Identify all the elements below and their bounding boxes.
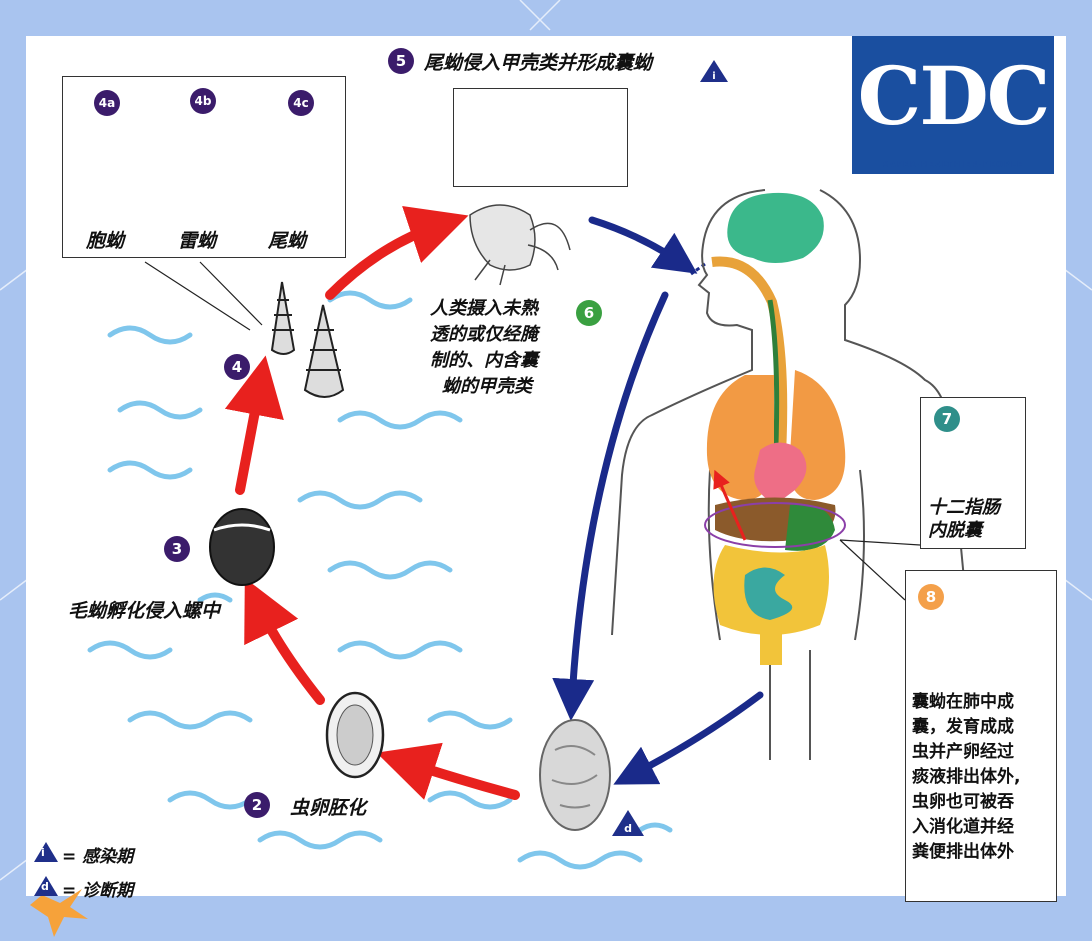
stage-6-line-4: 蚴的甲壳类 [442, 376, 532, 397]
legend-diagnostic-label: = 诊断期 [62, 881, 134, 901]
background-lines [0, 0, 1092, 881]
stage-3-badge: 3 [164, 536, 190, 562]
stage-7-line-2: 内脱囊 [928, 520, 982, 541]
stage-4c-label: 尾蚴 [268, 230, 307, 252]
stage-4c-badge: 4c [288, 90, 314, 116]
stage-6-label: 人类摄入未熟 透的或仅经腌 制的、内含囊 蚴的甲壳类 [430, 296, 538, 400]
svg-text:d: d [624, 822, 632, 835]
stage-8-label: 囊蚴在肺中成 囊，发育成成 虫并产卵经过 痰液排出体外, 虫卵也可被吞 入消化道… [912, 690, 1020, 865]
miracidium-drawing [209, 508, 275, 586]
stage-8-line-4: 痰液排出体外, [912, 767, 1021, 787]
stage-5-badge: 5 [388, 48, 414, 74]
stage-5-label: 尾蚴侵入甲壳类并形成囊蚴 [424, 52, 653, 74]
water-waves [87, 290, 673, 870]
stage-7-badge: 7 [934, 406, 960, 432]
stage-6-line-1: 人类摄入未熟 [430, 298, 538, 319]
stage-6-line-2: 透的或仅经腌 [430, 324, 538, 345]
snail-drawings [270, 281, 345, 398]
star-decoration [30, 889, 88, 937]
stage-8-line-6: 入消化道并经 [912, 817, 1014, 837]
stage-8-line-2: 囊，发育成成 [912, 717, 1014, 737]
cdc-logo-text: CDC [857, 49, 1051, 143]
rectum [760, 625, 782, 665]
human-body [611, 189, 966, 760]
stage-8-badge: 8 [918, 584, 944, 610]
stage-7-box [920, 397, 1026, 549]
small-intestine [744, 567, 793, 620]
legend-infective-symbol: i [41, 846, 45, 859]
diagnostic-stage-marker: d [612, 810, 644, 836]
svg-text:i: i [712, 71, 715, 82]
legend-diagnostic-icon: d [34, 876, 58, 896]
stage-8-box [905, 570, 1057, 902]
cdc-tagline: SAFER·HEALTHIER·PEOPLE [882, 160, 1024, 169]
heart [754, 442, 807, 505]
migration-arrow [713, 469, 747, 541]
red-cycle-arrows [224, 206, 520, 800]
stage-4a-badge: 4a [94, 90, 120, 116]
stage-8-line-7: 粪便排出体外 [912, 842, 1014, 862]
stage-7-line-1: 十二指肠 [928, 497, 1000, 518]
infective-stage-marker: i [700, 60, 728, 82]
connector-lines [839, 539, 921, 601]
stage-4b-badge: 4b [190, 88, 216, 114]
stomach [785, 504, 835, 551]
stage-7-label: 十二指肠 内脱囊 [928, 496, 1000, 542]
brain [727, 192, 824, 263]
crustacean-drawing [469, 204, 571, 286]
stage-8-line-3: 虫并产卵经过 [912, 742, 1014, 762]
legend-infective-label: = 感染期 [62, 847, 134, 867]
stage-2-label: 虫卵胚化 [290, 797, 367, 819]
stage-4-badge: 4 [224, 354, 250, 380]
snail-connector [144, 261, 263, 331]
stage-3-label: 毛蚴孵化侵入螺中 [68, 600, 221, 622]
stage-8-line-1: 囊蚴在肺中成 [912, 692, 1014, 712]
stage-2-badge: 2 [244, 792, 270, 818]
stage-6-badge: 6 [576, 300, 602, 326]
unembryonated-egg-drawing [539, 719, 611, 831]
stage-8-line-5: 虫卵也可被吞 [912, 792, 1014, 812]
stage-4b-label: 雷蚴 [178, 230, 217, 252]
stage-5-subbox [453, 88, 628, 187]
legend-diagnostic-symbol: d [41, 880, 49, 893]
stage-4a-label: 胞蚴 [86, 230, 125, 252]
stage-6-line-3: 制的、内含囊 [430, 350, 538, 371]
diaphragm-outline [704, 502, 846, 548]
embryonated-egg-drawing [325, 691, 385, 779]
legend-infective-icon: i [34, 842, 58, 862]
blue-arrows [552, 216, 764, 785]
cdc-logo: CDC [852, 36, 1054, 174]
